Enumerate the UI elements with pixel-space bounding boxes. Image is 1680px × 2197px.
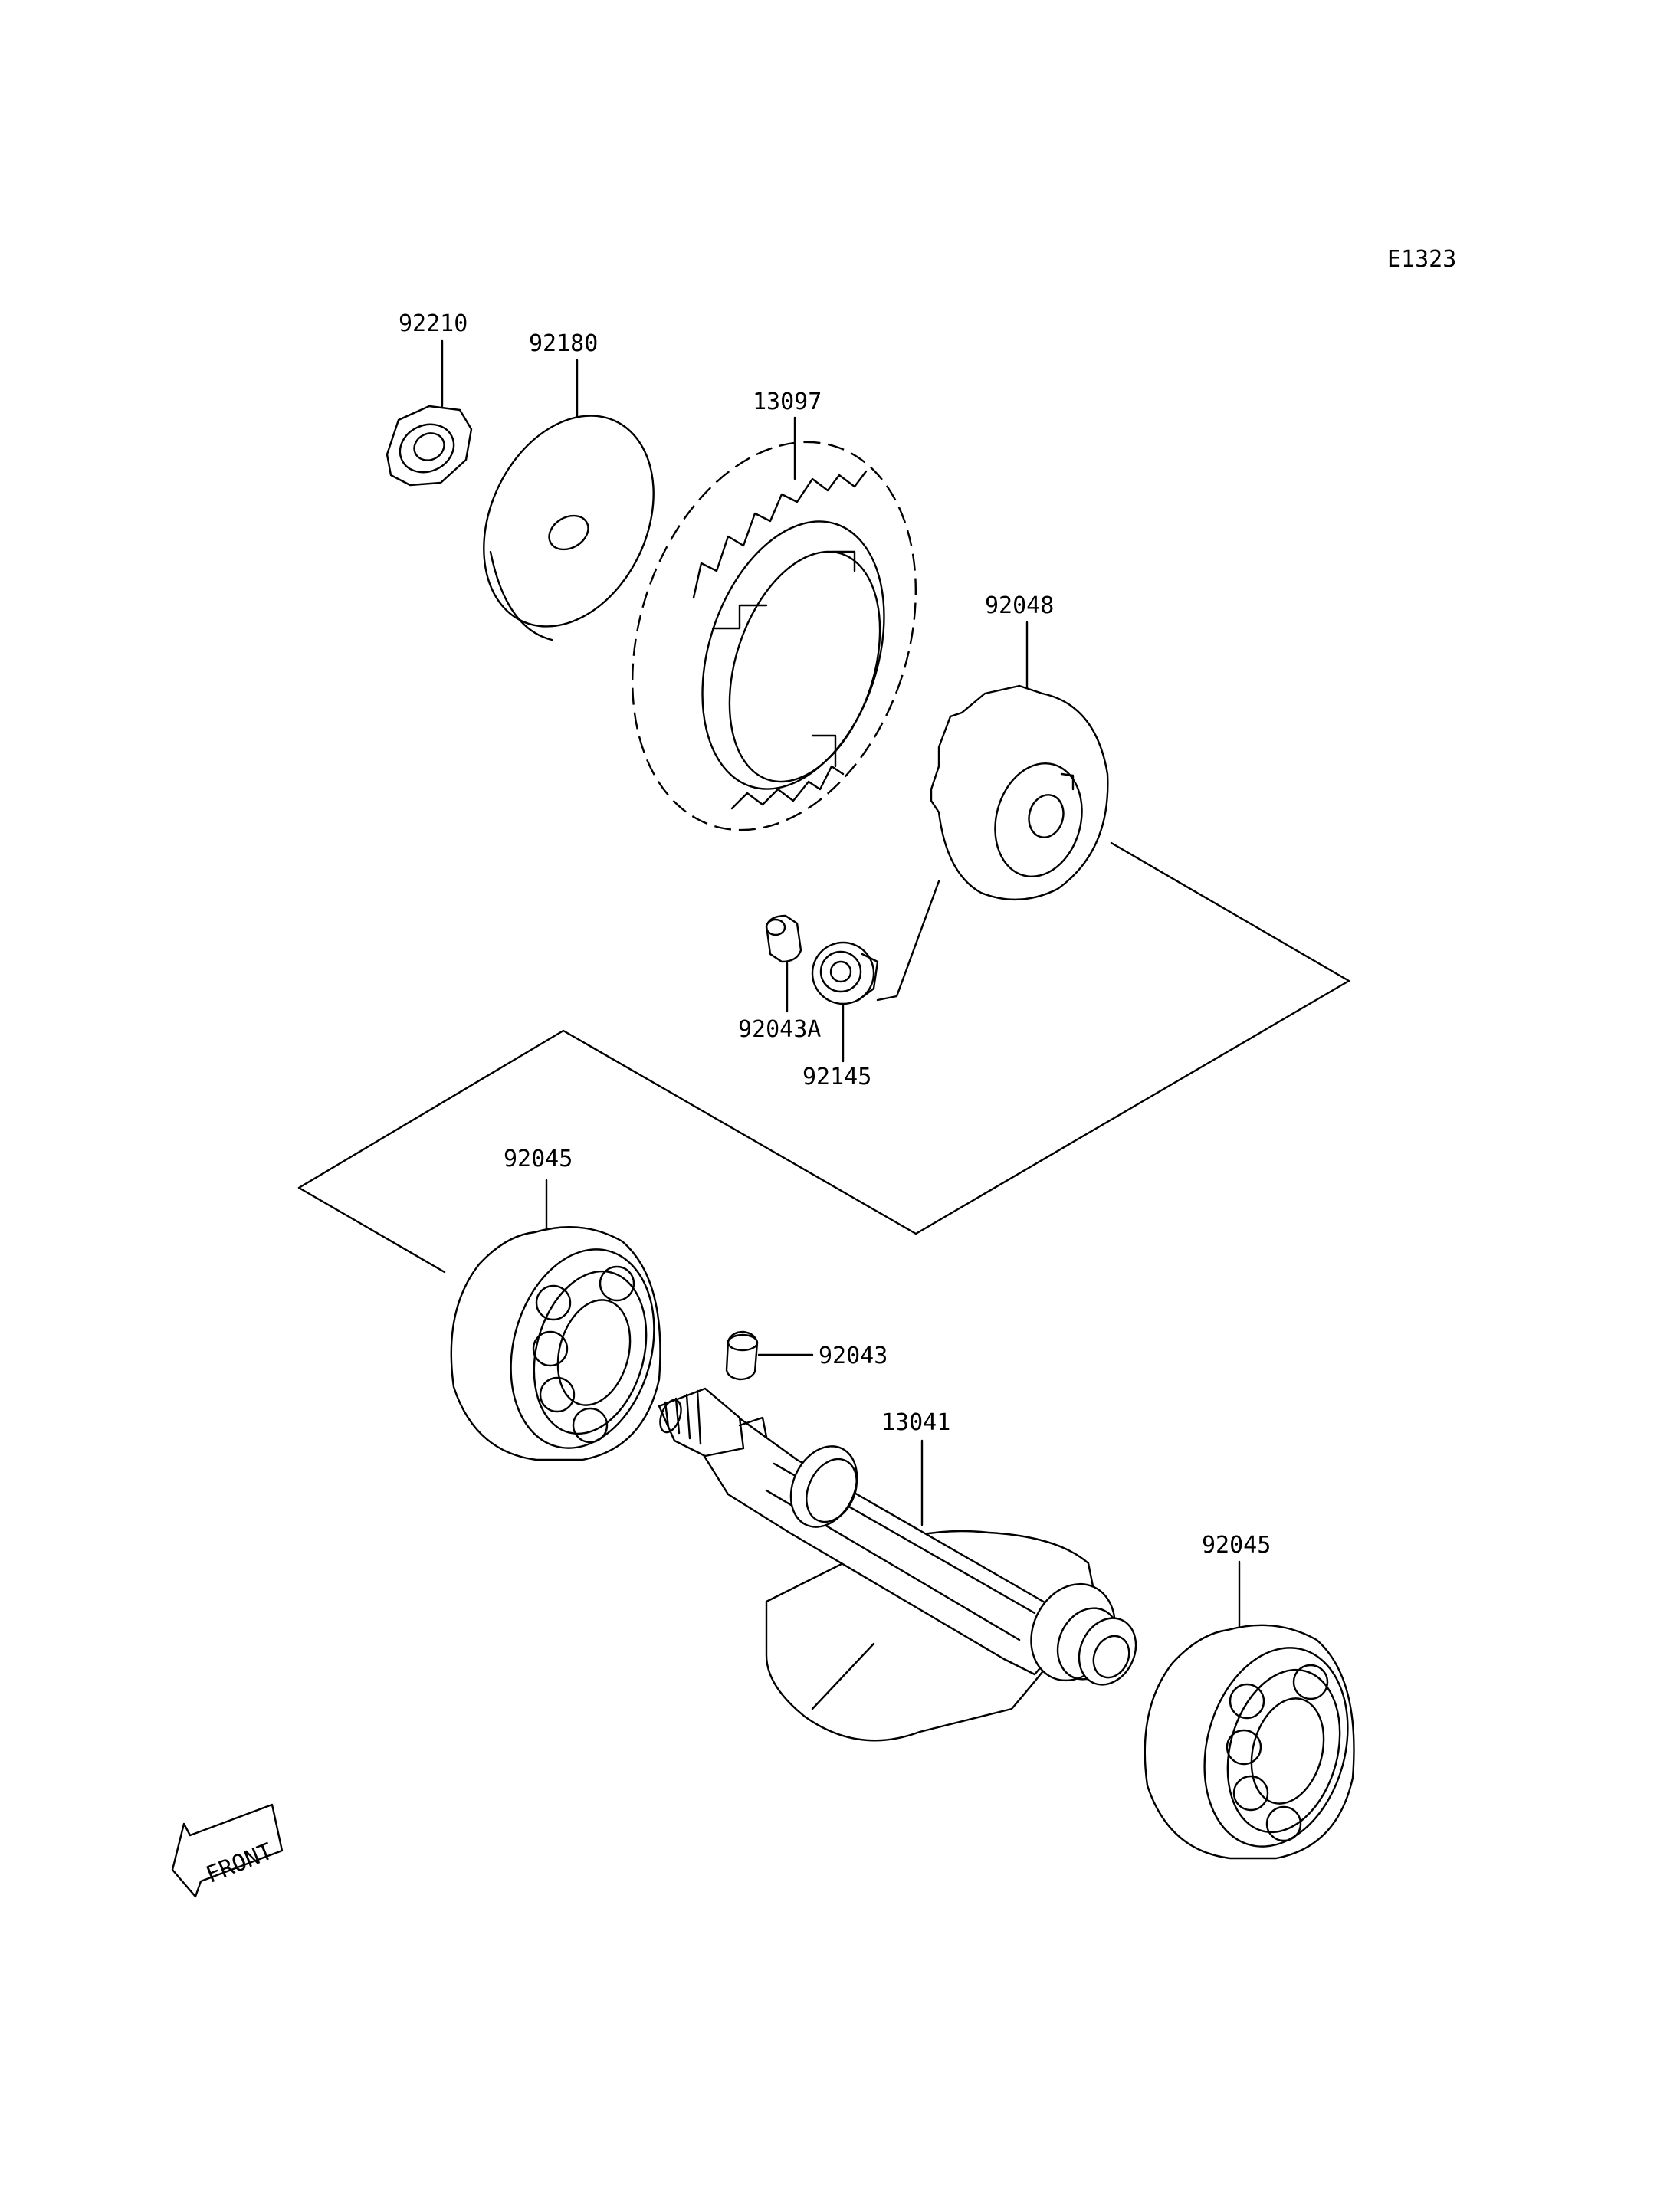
label-92045-top: 92045: [504, 1146, 573, 1172]
part-13097-gear: [631, 416, 917, 831]
part-92045-bearing-bottom: [1144, 1560, 1355, 1860]
part-92210-nut: [386, 339, 473, 487]
part-92043A-pin: [765, 914, 802, 1013]
diagram-id: E1323: [1387, 246, 1456, 273]
part-92180-washer: [483, 359, 655, 641]
part-92048-ratchet: [930, 621, 1109, 901]
part-92145-spring: [811, 880, 940, 1063]
label-13097: 13097: [753, 389, 822, 415]
label-13041: 13041: [881, 1409, 950, 1436]
label-92145: 92145: [802, 1064, 871, 1090]
label-92043: 92043: [819, 1343, 888, 1369]
part-92043-pin: [725, 1330, 814, 1381]
part-13041-shaft: [658, 1387, 1137, 1742]
part-92045-bearing-top: [450, 1179, 661, 1461]
label-92048: 92048: [985, 592, 1054, 619]
assembly-bracket-line: [297, 841, 1350, 1274]
label-92180: 92180: [529, 330, 598, 357]
label-92045-bottom: 92045: [1202, 1532, 1271, 1559]
label-92210: 92210: [399, 310, 468, 337]
front-arrow-marker: FRONT: [171, 1803, 284, 1898]
label-92043A: 92043A: [738, 1016, 821, 1043]
